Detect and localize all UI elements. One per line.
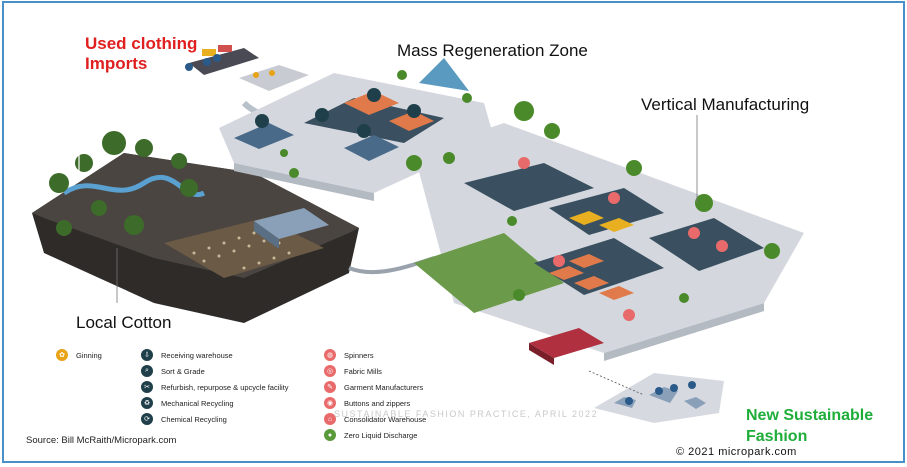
legend-item-ginning: ✿ Ginning xyxy=(56,349,102,361)
imports-title-line2: Imports xyxy=(85,54,148,73)
spinners-icon: ◍ xyxy=(324,349,336,361)
industrial-park-illustration xyxy=(32,45,804,423)
vertical-manufacturing-platform xyxy=(414,123,804,365)
legend-label: Ginning xyxy=(76,350,102,360)
mechanical-recycling-icon: ♻ xyxy=(141,397,153,409)
world-map xyxy=(588,370,724,423)
fashion-title-line2: Fashion xyxy=(746,428,808,445)
legend-label: Fabric Mills xyxy=(344,366,382,376)
sort-grade-icon: ⌕ xyxy=(141,365,153,377)
import-ship xyxy=(185,45,309,91)
legend-item-consolidator-warehouse: ⌂ Consolidator Warehouse xyxy=(324,413,426,425)
refurbish-icon: ✂ xyxy=(141,381,153,393)
legend-label: Spinners xyxy=(344,350,374,360)
vertical-manufacturing-title: Vertical Manufacturing xyxy=(641,95,810,114)
legend-label: Mechanical Recycling xyxy=(161,398,234,408)
copyright: © 2021 micropark.com xyxy=(676,446,797,458)
garment-manufacturers-icon: ✎ xyxy=(324,381,336,393)
legend-item-chemical-recycling: ⟳ Chemical Recycling xyxy=(141,413,227,425)
legend-label: Zero Liquid Discharge xyxy=(344,430,418,440)
ginning-icon: ✿ xyxy=(56,349,68,361)
legend-label: Receiving warehouse xyxy=(161,350,233,360)
legend-label: Garment Manufacturers xyxy=(344,382,424,392)
used-clothing-imports-title: Used clothing Imports xyxy=(85,34,197,74)
legend-item-refurbish: ✂ Refurbish, repurpose & upcycle facilit… xyxy=(141,381,289,393)
receiving-warehouse-icon: ⇩ xyxy=(141,349,153,361)
consolidator-warehouse-icon: ⌂ xyxy=(324,413,336,425)
legend-item-buttons-zippers: ◉ Buttons and zippers xyxy=(324,397,410,409)
legend-item-receiving-warehouse: ⇩ Receiving warehouse xyxy=(141,349,233,361)
local-cotton-title: Local Cotton xyxy=(76,313,172,332)
legend-item-zero-liquid-discharge: ● Zero Liquid Discharge xyxy=(324,429,417,441)
fabric-mills-icon: ◎ xyxy=(324,365,336,377)
legend-item-mechanical-recycling: ♻ Mechanical Recycling xyxy=(141,397,234,409)
buttons-zippers-icon: ◉ xyxy=(324,397,336,409)
legend-label: Buttons and zippers xyxy=(344,398,411,408)
mass-regeneration-zone-title: Mass Regeneration Zone xyxy=(397,41,588,60)
legend-label: Refurbish, repurpose & upcycle facility xyxy=(161,382,289,392)
chemical-recycling-icon: ⟳ xyxy=(141,413,153,425)
zero-liquid-discharge-icon: ● xyxy=(324,429,336,441)
legend-item-spinners: ◍ Spinners xyxy=(324,349,374,361)
new-sustainable-fashion-title: New Sustainable Fashion xyxy=(746,405,873,447)
source-credit: Source: Bill McRaith/Micropark.com xyxy=(26,435,177,446)
legend-item-garment-manufacturers: ✎ Garment Manufacturers xyxy=(324,381,423,393)
watermark: SUSTAINABLE FASHION PRACTICE, APRIL 2022 xyxy=(334,409,599,419)
legend-label: Sort & Grade xyxy=(161,366,205,376)
fashion-title-line1: New Sustainable xyxy=(746,407,874,424)
legend-label: Chemical Recycling xyxy=(161,414,227,424)
local-cotton-farm xyxy=(32,113,359,323)
imports-title-line1: Used clothing xyxy=(85,34,198,53)
legend-item-sort-grade: ⌕ Sort & Grade xyxy=(141,365,205,377)
legend-label: Consolidator Warehouse xyxy=(344,414,427,424)
legend-item-fabric-mills: ◎ Fabric Mills xyxy=(324,365,382,377)
